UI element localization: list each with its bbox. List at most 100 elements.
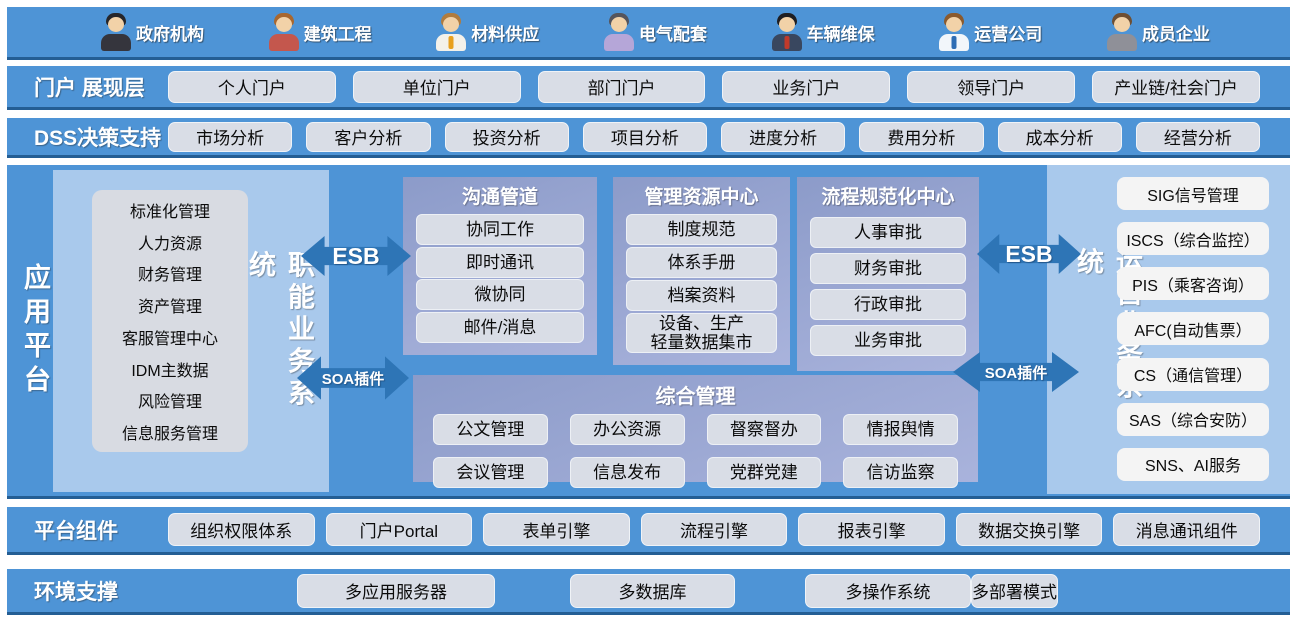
platform-component-item: 流程引擎 (640, 513, 788, 546)
environment-support-title: 环境支撑 (34, 580, 118, 604)
soa-connector-right: SOA插件 (953, 347, 1079, 397)
integrated-item: 督察督办 (706, 414, 822, 445)
functional-system-item: 信息服务管理 (121, 426, 218, 444)
avatar-head (610, 17, 627, 32)
person-icon (602, 12, 636, 52)
operation-system-item: PIS（乘客咨询） (1117, 267, 1269, 301)
operation-system-item: CS（通信管理） (1117, 357, 1269, 391)
integrated-item: 信访监察 (843, 457, 958, 488)
dss-item: 项目分析 (582, 121, 707, 152)
dss-item: 经营分析 (1135, 121, 1260, 152)
avatar-head (275, 17, 292, 32)
persona-label: 车辆维保 (806, 24, 875, 44)
person-icon (99, 12, 133, 52)
communication-channel-title: 沟通管道 (461, 187, 538, 208)
process-standardization-title: 流程规范化中心 (821, 187, 955, 208)
operation-system-item: ISCS（综合监控） (1117, 222, 1269, 256)
platform-component-item: 消息通讯组件 (1113, 513, 1261, 546)
platform-components-title: 平台组件 (34, 519, 118, 543)
integrated-item: 党群党建 (706, 457, 822, 488)
functional-system-item: 风险管理 (137, 394, 202, 412)
portal-item: 业务门户 (722, 70, 891, 103)
process-standardization-items: 人事审批财务审批行政审批业务审批 (797, 212, 979, 371)
person-icon (267, 12, 301, 52)
integrated-item: 信息发布 (569, 457, 685, 488)
dss-band: DSS决策支持 市场分析客户分析投资分析项目分析进度分析费用分析成本分析经营分析 (7, 118, 1290, 158)
platform-component-item: 门户Portal (325, 513, 473, 546)
persona-label: 材料供应 (471, 24, 540, 44)
avatar-tie (448, 36, 454, 49)
integrated-item: 公文管理 (433, 414, 548, 445)
person-icon (1105, 12, 1139, 52)
communication-channel-panel: 沟通管道 协同工作即时通讯微协同邮件/消息 (403, 177, 597, 355)
integrated-management-panel: 综合管理 公文管理办公资源督察督办情报舆情会议管理信息发布党群党建信访监察 (413, 375, 978, 488)
operation-system-item: SIG信号管理 (1117, 177, 1269, 210)
management-resource-title: 管理资源中心 (644, 187, 759, 208)
communication-channel-items: 协同工作即时通讯微协同邮件/消息 (403, 212, 597, 355)
communication-item: 微协同 (416, 279, 584, 311)
portal-buttons: 个人门户单位门户部门门户业务门户领导门户产业链/社会门户 (168, 70, 1260, 103)
portal-item: 部门门户 (537, 70, 706, 103)
integrated-item: 办公资源 (569, 414, 685, 445)
persona: 政府机构 (99, 12, 204, 52)
persona-label: 成员企业 (1141, 24, 1210, 44)
persona: 建筑工程 (267, 12, 372, 52)
dss-item: 进度分析 (721, 121, 846, 152)
esb-label: ESB (332, 242, 380, 269)
dss-item: 费用分析 (859, 121, 984, 152)
portal-item: 产业链/社会门户 (1092, 70, 1260, 103)
persona-label: 政府机构 (136, 24, 204, 44)
portal-layer-band: 门户 展现层 个人门户单位门户部门门户业务门户领导门户产业链/社会门户 (7, 66, 1290, 110)
persona-label: 电气配套 (638, 24, 707, 44)
avatar-body (603, 34, 634, 51)
resource-item: 设备、生产 轻量数据集市 (626, 312, 777, 353)
avatar-body (101, 34, 131, 51)
functional-system-item: 人力资源 (137, 235, 202, 253)
portal-item: 领导门户 (907, 70, 1076, 103)
dss-item: 客户分析 (306, 121, 431, 152)
management-resource-items: 制度规范体系手册档案资料设备、生产 轻量数据集市 (613, 212, 790, 365)
platform-component-item: 表单引擎 (483, 513, 630, 546)
functional-system-item: 标准化管理 (129, 203, 210, 221)
persona: 电气配套 (602, 12, 707, 52)
esb-connector-left: ESB (301, 231, 411, 281)
persona-label: 运营公司 (974, 24, 1043, 44)
soa-connector-left: SOA插件 (297, 351, 409, 405)
functional-system-item: 财务管理 (137, 267, 202, 285)
dss-buttons: 市场分析客户分析投资分析项目分析进度分析费用分析成本分析经营分析 (168, 121, 1260, 152)
portal-item: 个人门户 (168, 70, 336, 103)
avatar-head (443, 17, 460, 32)
platform-component-item: 组织权限体系 (168, 513, 315, 546)
double-arrow-icon (953, 352, 1079, 392)
avatar-tie (784, 36, 790, 49)
soa-label: SOA插件 (984, 364, 1048, 382)
portal-item: 单位门户 (352, 70, 521, 103)
esb-label: ESB (1005, 240, 1053, 267)
persona: 车辆维保 (770, 12, 875, 52)
avatar-body (1106, 34, 1137, 51)
process-standardization-panel: 流程规范化中心 人事审批财务审批行政审批业务审批 (797, 177, 979, 371)
integrated-management-title: 综合管理 (655, 386, 736, 408)
environment-item: 多数据库 (570, 573, 735, 608)
persona: 运营公司 (937, 12, 1042, 52)
soa-label: SOA插件 (321, 370, 385, 388)
dss-item: 投资分析 (444, 121, 569, 152)
double-arrow-icon (297, 356, 409, 400)
application-platform-label: 应用平台 (20, 262, 50, 399)
user-roles-band: 政府机构 建筑工程 材料供应 (7, 7, 1290, 60)
portal-layer-title: 门户 展现层 (34, 76, 145, 100)
functional-system-item: 资产管理 (137, 299, 202, 317)
persona: 材料供应 (434, 12, 539, 52)
approval-item: 财务审批 (810, 253, 966, 284)
environment-support-band: 环境支撑 多应用服务器多数据库多操作系统多部署模式 (7, 569, 1290, 615)
persona-label: 建筑工程 (303, 24, 372, 44)
person-icon (770, 12, 804, 52)
integrated-item: 会议管理 (433, 457, 548, 488)
resource-item: 体系手册 (626, 246, 777, 278)
